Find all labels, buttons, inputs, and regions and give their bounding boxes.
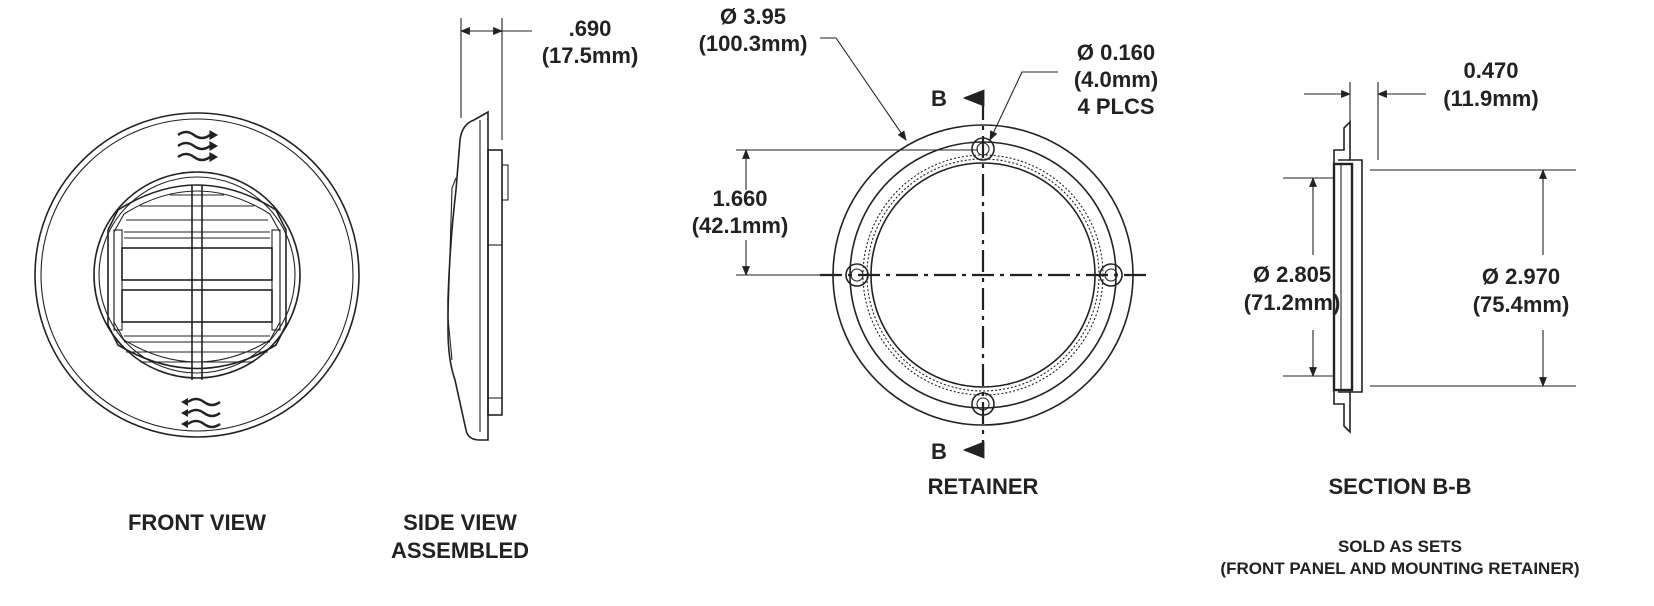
airflow-arrows-icon-top [177,130,219,162]
hole-offset-inch: 1.660 [712,186,767,211]
front-panel-outer-rim [34,112,360,438]
louver-bezel-inner [98,176,296,374]
section-caption: SECTION B-B [1329,474,1472,499]
flange-diameter-mm: (75.4mm) [1473,292,1570,317]
airflow-arrows-icon-bottom [181,397,221,429]
front-view: FRONT VIEW [34,112,360,535]
inner-diameter-mm: (71.2mm) [1244,290,1341,315]
inner-diameter-inch: Ø 2.805 [1253,262,1331,287]
section-marker-top: B [931,86,947,111]
hole-offset-mm: (42.1mm) [692,213,789,238]
section-depth-inch: 0.470 [1463,58,1518,83]
hole-quantity: 4 PLCS [1077,94,1154,119]
section-profile [1338,159,1363,393]
side-retainer-body [487,149,503,416]
louver-bezel [93,171,301,379]
retainer-caption: RETAINER [928,474,1039,499]
louver-grille [107,184,287,380]
outer-diameter-mm: (100.3mm) [699,31,808,56]
section-marker-bottom: B [931,439,947,464]
side-panel-profile [447,110,489,441]
front-panel-inner-rim [40,118,354,432]
side-view-caption-line2: ASSEMBLED [391,538,529,563]
side-depth-inch: .690 [569,16,612,41]
outer-diameter-inch: Ø 3.95 [720,4,786,29]
retainer-view: B B Ø 3.95 (100.3mm) Ø 0.160 (4.0mm) 4 P… [692,4,1158,499]
side-depth-mm: (17.5mm) [542,43,639,68]
hole-diameter-mm: (4.0mm) [1074,67,1158,92]
section-depth-mm: (11.9mm) [1443,86,1538,111]
section-view: 0.470 (11.9mm) Ø 2.805 (71.2mm) Ø 2.970 … [1244,58,1576,499]
hole-diameter-inch: Ø 0.160 [1077,40,1155,65]
side-view-caption-line1: SIDE VIEW [403,510,517,535]
side-view: .690 (17.5mm) SIDE VIEW ASSEMBLED [391,16,638,563]
note-line2: (FRONT PANEL AND MOUNTING RETAINER) [1220,559,1579,578]
note-line1: SOLD AS SETS [1338,537,1462,556]
flange-diameter-inch: Ø 2.970 [1482,264,1560,289]
front-view-caption: FRONT VIEW [128,510,266,535]
sales-note: SOLD AS SETS (FRONT PANEL AND MOUNTING R… [1220,537,1579,578]
